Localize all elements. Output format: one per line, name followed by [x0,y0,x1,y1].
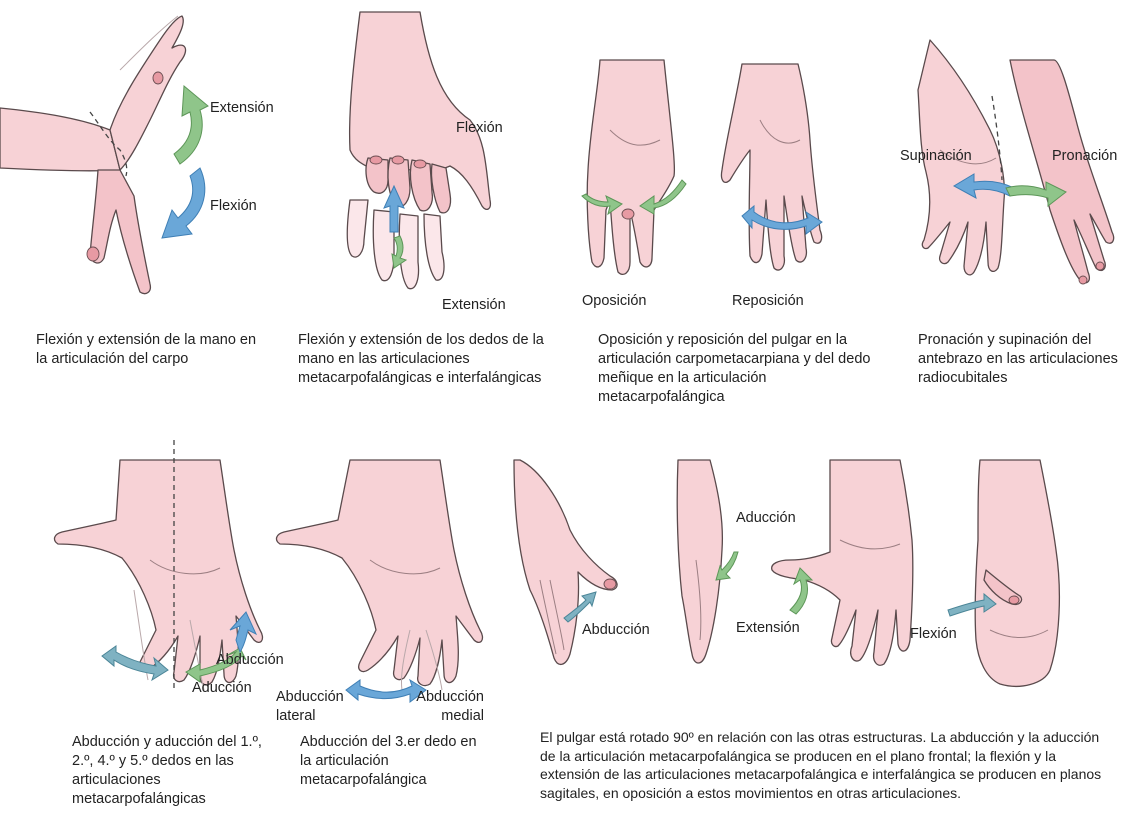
extension-label: Extensión [442,297,506,313]
fingers-caption: Flexión y extensión de los dedos de la m… [298,331,558,388]
medial-abduction-label: Abducción medial [410,688,484,726]
opposition-label: Oposición [582,293,646,309]
flexion-label: Flexión [456,120,503,136]
opposition-hands-illustration [570,0,890,300]
thumb-caption: El pulgar está rotado 90º en relación co… [540,728,1110,802]
supination-label: Supinación [900,148,972,164]
reposition-label: Reposición [732,293,804,309]
wrist-caption: Flexión y extensión de la mano en la art… [36,331,271,369]
abduction-fingers-caption: Abducción y aducción del 1.º, 2.º, 4.º y… [72,733,272,809]
panel-finger-flexion-extension: Flexión Extensión Flexión y extensión de… [290,0,580,420]
panel-thumb-movements: Abducción Aducción Extensión Flexión El … [500,440,1134,825]
panel-opposition-reposition: Oposición Reposición Oposición y reposic… [570,0,890,440]
opposition-caption: Oposición y reposición del pulgar en la … [598,331,883,407]
extension-label: Extensión [210,100,274,116]
panel-finger-abduction-adduction: Abducción Aducción Abducción y aducción … [40,440,290,825]
lateral-abduction-label: Abducción lateral [276,688,356,726]
adduction-label: Aducción [192,680,252,696]
thumb-abduction-label: Abducción [582,622,650,638]
third-finger-hand-illustration [270,440,500,720]
third-finger-caption: Abducción del 3.er dedo en la articulaci… [300,733,480,790]
flexion-label: Flexión [210,198,257,214]
wrist-hand-illustration [0,0,300,300]
panel-wrist-flexion-extension: Extensión Flexión Flexión y extensión de… [0,0,300,380]
fingers-hand-illustration [290,0,580,320]
pronation-label: Pronación [1052,148,1117,164]
pronation-caption: Pronación y supinación del antebrazo en … [918,331,1118,388]
abduction-hand-illustration [40,440,290,720]
thumb-hands-illustration [500,440,1134,700]
thumb-adduction-label: Aducción [736,510,796,526]
thumb-extension-label: Extensión [736,620,800,636]
panel-third-finger-abduction: Abducción lateral Abducción medial Abduc… [270,440,500,825]
panel-pronation-supination: Supinación Pronación Pronación y supinac… [890,0,1134,440]
thumb-flexion-label: Flexión [910,626,957,642]
